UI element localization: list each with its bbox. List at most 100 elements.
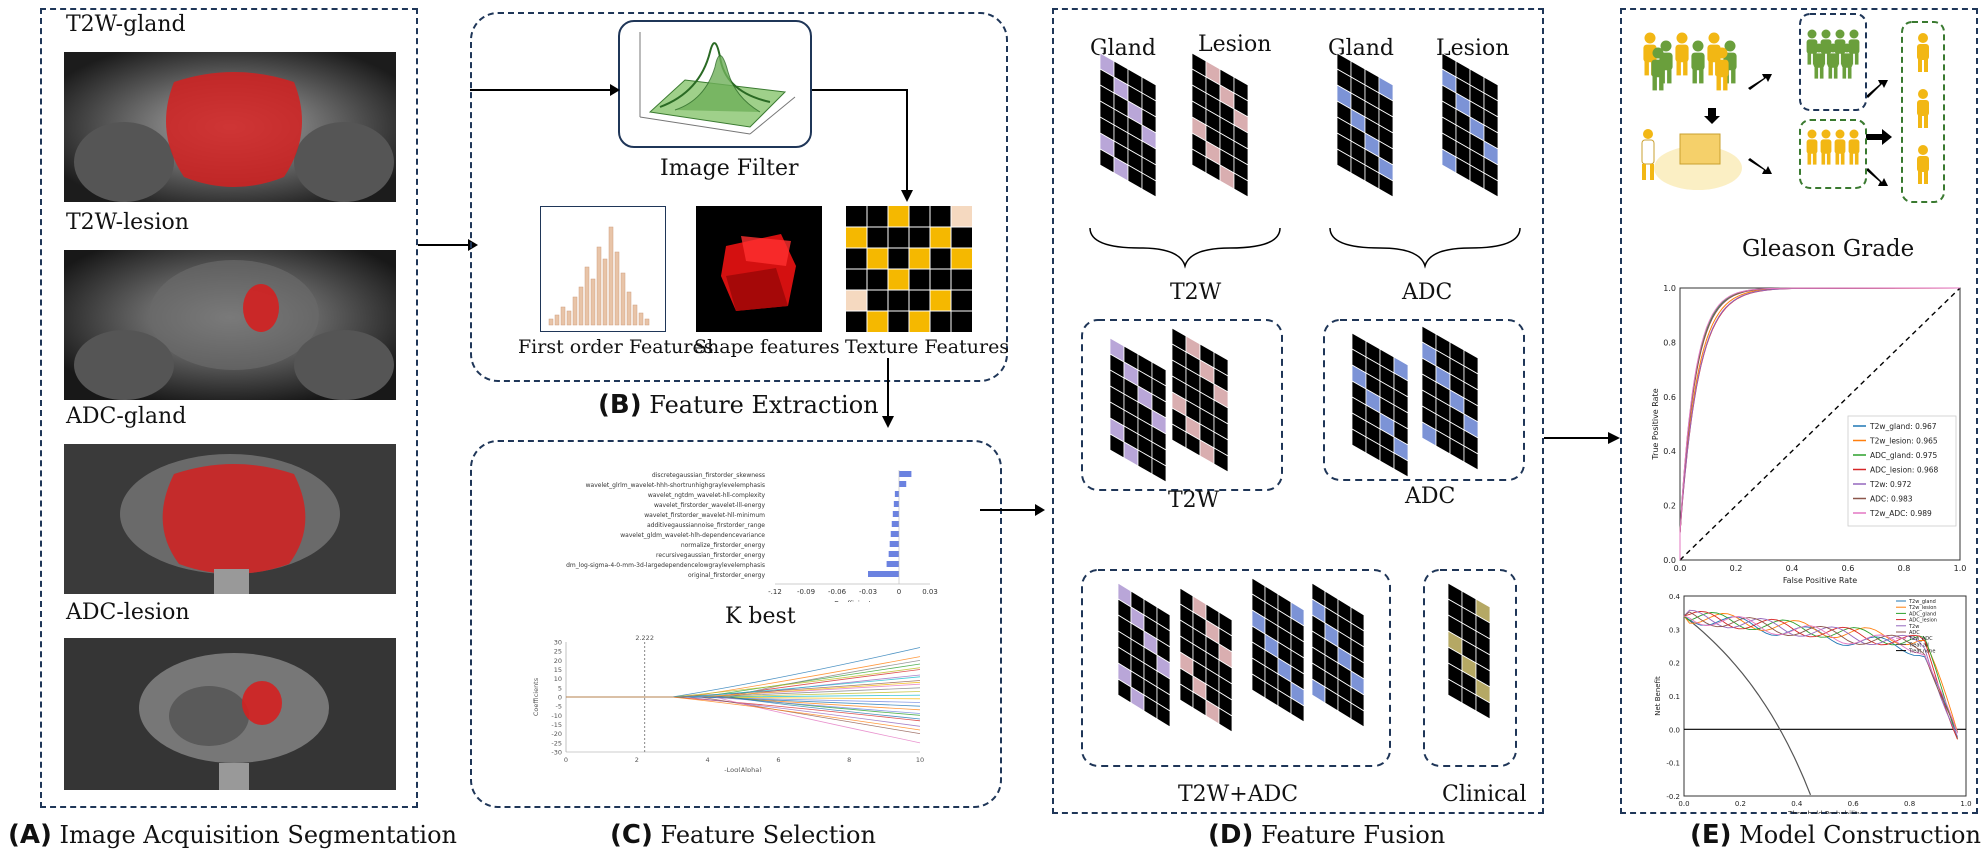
coefficient-path — [566, 680, 921, 698]
coefficient-bar — [893, 501, 899, 507]
person-leg — [1807, 152, 1812, 165]
feature-name-label: dm_log-sigma-4-0-mm-3d-largedependencelo… — [566, 562, 765, 569]
texture-label: Texture Features — [845, 336, 1010, 358]
texture-grid — [846, 206, 972, 332]
coefficient-path — [566, 694, 921, 698]
person-head — [1716, 47, 1728, 59]
person-head — [1814, 43, 1824, 53]
person-head — [1821, 129, 1831, 139]
person-body — [1848, 39, 1860, 54]
y-tick-label: 0 — [558, 694, 562, 702]
x-tick-label: -.12 — [768, 588, 782, 596]
person-head — [1676, 32, 1688, 44]
panel-d-caption-text: Feature Fusion — [1261, 821, 1446, 849]
image-filter-label: Image Filter — [660, 156, 799, 181]
down-arrow-icon — [1704, 108, 1720, 124]
feature-name-label: normalize_firstorder_energy — [681, 542, 766, 549]
person-leg — [1924, 170, 1928, 184]
y-tick-label: 5 — [558, 684, 562, 692]
roc-curve — [1679, 287, 1961, 560]
first-order-histogram — [548, 226, 650, 326]
person-leg — [1924, 114, 1928, 128]
coefficient-bar — [890, 531, 899, 537]
grade-right-arrow-icon — [1866, 129, 1892, 145]
y-tick-label: 25 — [554, 648, 562, 656]
person-body — [1917, 100, 1929, 116]
roc-x-tick-label: 0.8 — [1898, 564, 1911, 573]
matrix-cell — [1233, 172, 1249, 198]
adc-lesion-image — [64, 638, 396, 790]
dca-legend-label: T2w_gland — [1908, 599, 1936, 605]
t2w-gland-image — [64, 52, 396, 202]
person-head — [1828, 43, 1838, 53]
person-leg — [1821, 152, 1826, 165]
panel-c-box — [470, 440, 1002, 808]
gleason-label: Gleason Grade — [1742, 236, 1915, 262]
x-tick-label: -0.09 — [797, 588, 815, 596]
t2w-gland-label: T2W-gland — [66, 12, 186, 37]
panel-c-letter: (C) — [610, 820, 653, 850]
person-leg — [1854, 52, 1859, 65]
y-tick-label: -20 — [551, 730, 562, 738]
person-leg — [1847, 66, 1852, 79]
person-leg — [1692, 68, 1697, 84]
grade-column-box — [1901, 21, 1945, 203]
x-tick-label: 10 — [916, 756, 924, 764]
lesion-t2w-matrix — [1191, 52, 1249, 198]
person-leg — [1849, 152, 1854, 165]
t2w-stack-matrix-2 — [1171, 327, 1229, 473]
doctor-body — [1641, 139, 1655, 165]
person-leg — [1699, 68, 1704, 84]
dca-x-tick-label: 0.6 — [1848, 800, 1860, 808]
coefficient-path — [566, 696, 921, 722]
matrix-cell — [1463, 445, 1479, 471]
doctor-head — [1643, 129, 1653, 139]
person-head — [1835, 129, 1845, 139]
panel-b-letter: (B) — [598, 390, 642, 420]
x-tick-label: 4 — [706, 756, 710, 764]
grade-down-arrow-icon — [1866, 168, 1888, 186]
x-tick-label: 0.03 — [922, 588, 938, 596]
coefficient-path — [566, 696, 921, 707]
coefficient-path — [566, 647, 921, 698]
roc-chance-line — [1679, 287, 1961, 561]
t2w-lesion-mri — [64, 250, 396, 400]
dca-legend-label: Treat none — [1908, 649, 1935, 655]
dca-model-curve — [1683, 613, 1958, 733]
dca-legend-label: T2w — [1908, 624, 1919, 630]
panel-c-caption: (C) Feature Selection — [610, 820, 876, 850]
feature-name-label: wavelet_gldm_wavelet-hlh-dependencevaria… — [620, 532, 765, 539]
x-axis-label: Coefficient — [834, 600, 872, 602]
person-leg — [1842, 66, 1847, 79]
panel-a-caption: (A) Image Acquisition Segmentation — [8, 820, 457, 850]
person-icon — [1820, 129, 1832, 165]
person-body — [1675, 44, 1689, 63]
arrow-d-to-e — [1544, 432, 1620, 444]
coefficient-bar — [868, 571, 899, 577]
person-leg — [1807, 52, 1812, 65]
person-leg — [1708, 60, 1713, 76]
yellow-group-box — [1799, 119, 1867, 189]
y-tick-label: -10 — [551, 712, 562, 720]
person-body — [1813, 53, 1825, 68]
person-body — [1806, 39, 1818, 54]
coefficient-path — [566, 659, 921, 698]
person-icon — [1691, 40, 1705, 84]
person-leg — [1918, 114, 1922, 128]
person-icon — [1848, 129, 1860, 165]
person-head — [1849, 29, 1859, 39]
matrix-cell — [1378, 172, 1394, 198]
adc-lesion-mri — [64, 638, 396, 790]
matrix-cell — [1393, 452, 1409, 478]
person-leg — [1924, 58, 1928, 72]
person-leg — [1918, 58, 1922, 72]
dca-legend-label: ADC_gland — [1909, 611, 1936, 617]
dca-y-tick-label: 0.4 — [1669, 593, 1681, 601]
coefficient-path — [566, 696, 921, 727]
matrix-cell — [1475, 694, 1491, 720]
dca-y-axis-label: Net Benefit — [1654, 676, 1662, 716]
y-tick-label: -25 — [551, 739, 562, 747]
panel-a-caption-text: Image Acquisition Segmentation — [59, 821, 457, 849]
roc-legend-label: T2w_gland: 0.967 — [1869, 422, 1937, 431]
